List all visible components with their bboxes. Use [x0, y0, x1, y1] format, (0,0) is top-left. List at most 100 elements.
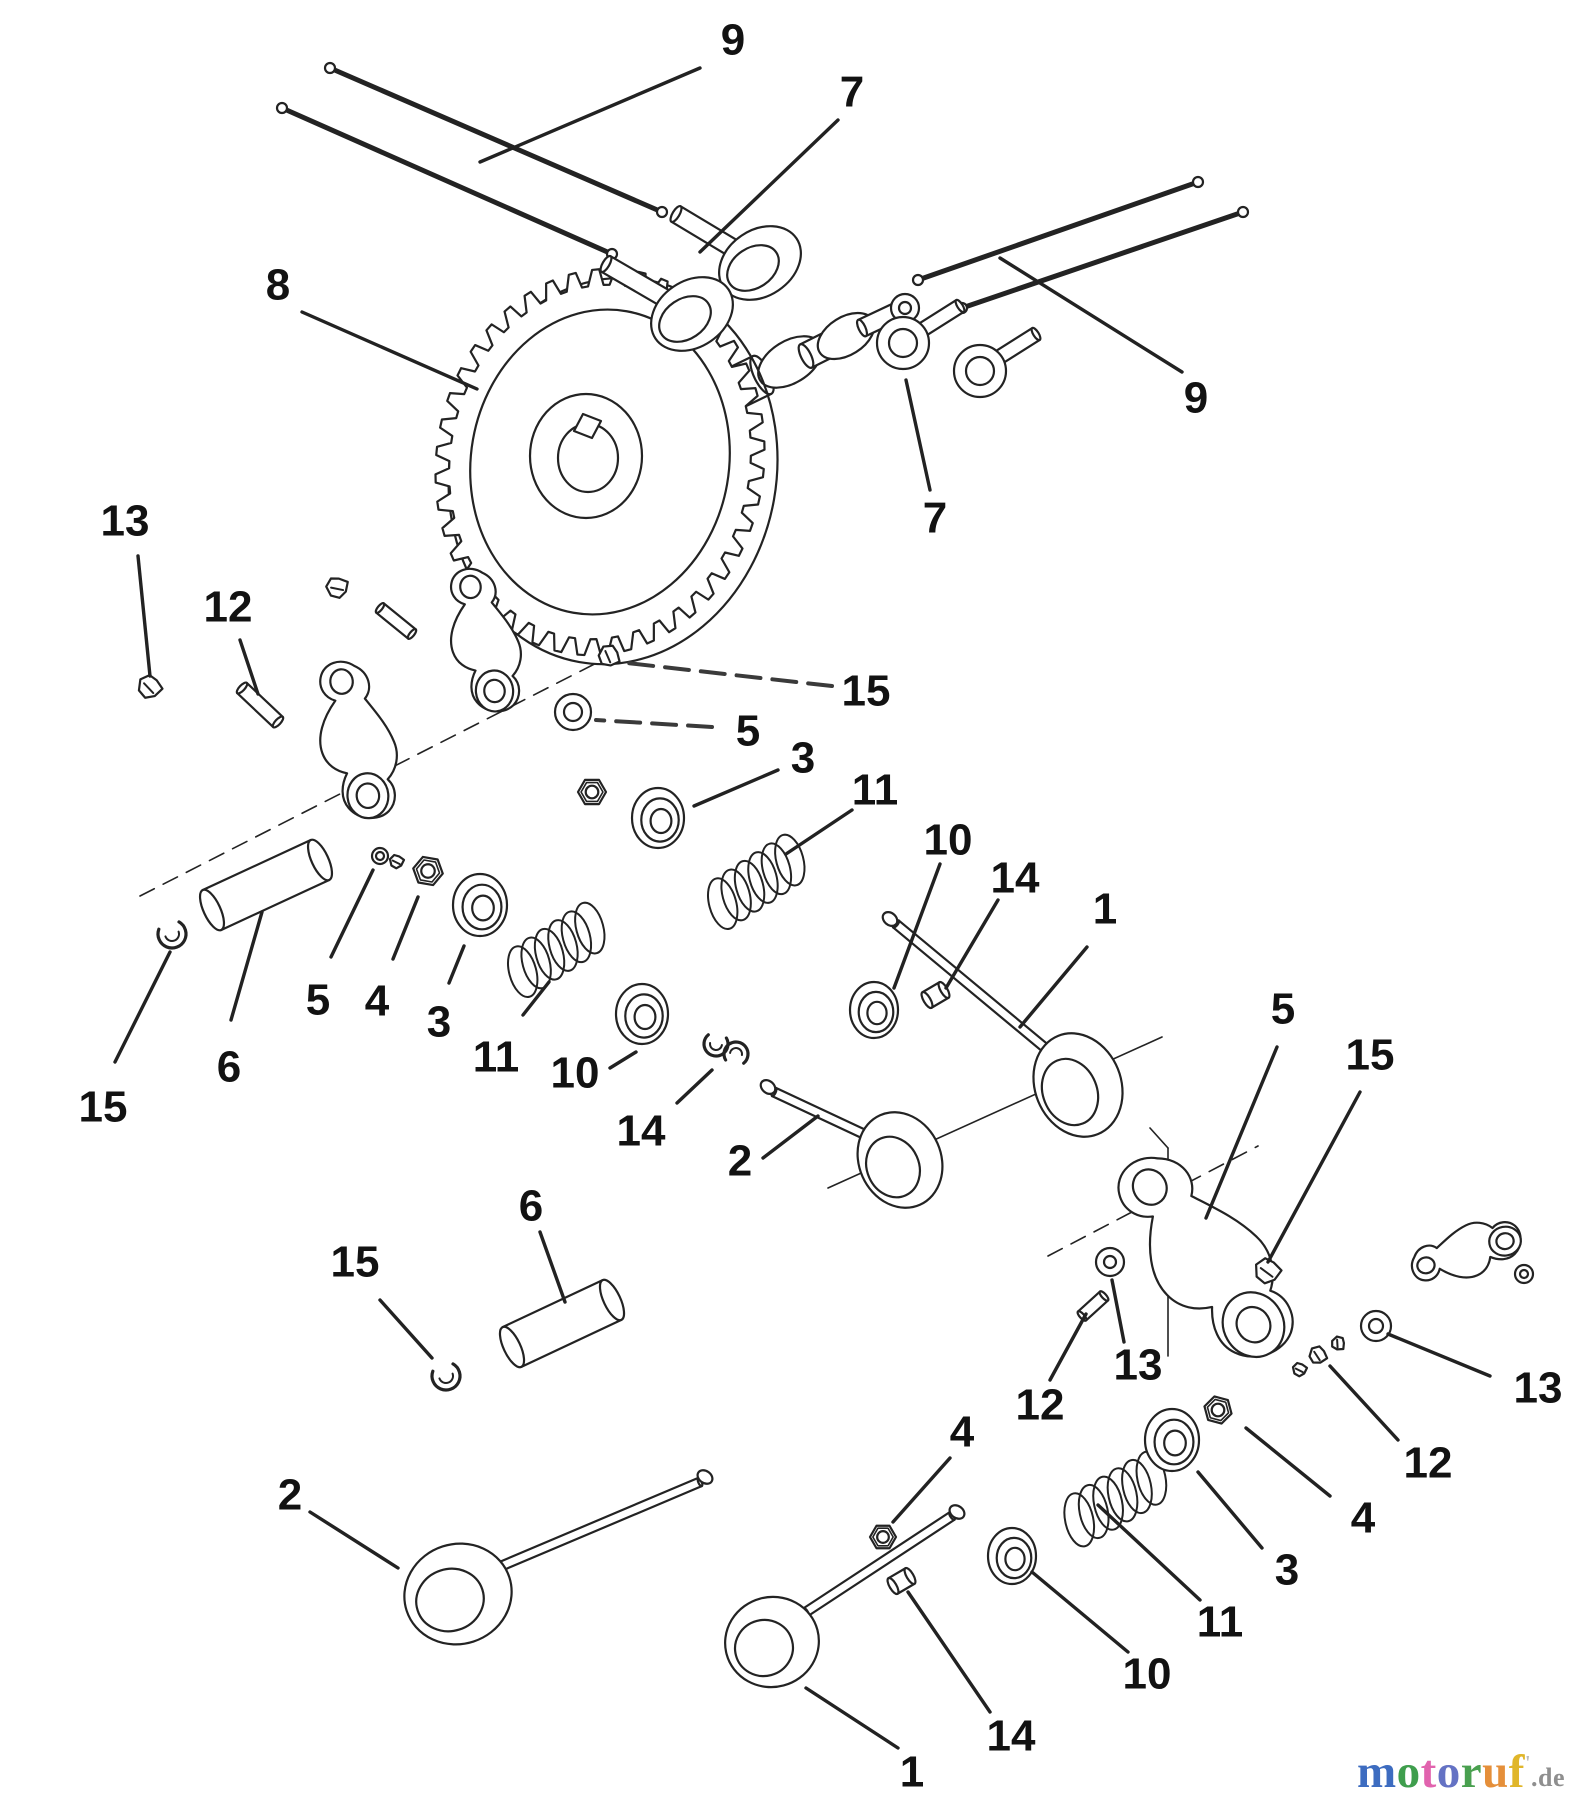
leader-line [521, 980, 551, 1017]
callout-label-2-bottomleft: 2 [278, 1471, 302, 1520]
callout-label-9-top: 9 [721, 16, 745, 65]
jam-nut [576, 778, 608, 806]
callout-label-12-bottom: 12 [1404, 1439, 1453, 1488]
callout-label-15-right: 15 [1346, 1031, 1395, 1080]
callout-label-6-left: 6 [217, 1043, 241, 1092]
screw-bit [1308, 1345, 1329, 1364]
leader-line [1096, 1503, 1202, 1602]
leader-line [1110, 1278, 1126, 1344]
callout-label-13-upperleft: 13 [101, 497, 150, 546]
callout-label-15-left: 15 [79, 1083, 128, 1132]
callout-label-5-mid: 5 [736, 707, 760, 756]
push-rod [911, 175, 1205, 287]
retaining-ring [430, 1362, 462, 1392]
leader-line [998, 256, 1184, 374]
leader-line [391, 895, 420, 961]
screw-bit [1291, 1361, 1309, 1378]
valve-keeper [722, 1040, 750, 1065]
callout-label-3-bottom: 3 [1275, 1546, 1299, 1595]
spring-retainer [451, 872, 509, 938]
watermark-letter: f [1508, 1746, 1525, 1798]
callout-label-11-bottom: 11 [1197, 1598, 1244, 1647]
watermark-letter: m [1356, 1746, 1397, 1798]
leader-line [1266, 1090, 1362, 1264]
leader-line [692, 768, 780, 808]
valve-keeper [325, 577, 349, 599]
callout-label-1-bottom: 1 [900, 1748, 924, 1797]
leader-line [136, 554, 152, 678]
rocker-arm [1410, 1221, 1522, 1282]
leader-line [478, 66, 702, 164]
valve-head-inner [865, 1135, 921, 1199]
valve-spring [707, 833, 806, 930]
callout-label-4-bottom: 4 [1351, 1494, 1376, 1543]
leader-line [1018, 945, 1089, 1029]
valve-spring [507, 901, 606, 998]
valve-keeper [388, 853, 406, 870]
spring-retainer [614, 982, 670, 1046]
leader-line [113, 950, 172, 1064]
leader-line [608, 1050, 638, 1070]
valve-seal-bushing [920, 980, 951, 1010]
leader-line [675, 1068, 714, 1105]
leader-line [1196, 1470, 1264, 1550]
valve-keeper [597, 644, 621, 667]
leader-line [238, 638, 260, 696]
watermark-tick: ' [1524, 1752, 1531, 1774]
spring-retainer [986, 1526, 1038, 1586]
push-rod [275, 101, 619, 261]
callout-label-14-mid: 14 [991, 854, 1040, 903]
leader-line [891, 1456, 952, 1524]
leader-line [1204, 1045, 1279, 1220]
rocker-shaft [198, 838, 334, 932]
callout-label-6-bottom: 6 [519, 1182, 543, 1231]
callout-label-15-mid: 15 [842, 667, 891, 716]
leader-line [616, 660, 834, 688]
callout-label-11-left: 11 [473, 1033, 520, 1082]
valve-stem-tip [696, 1469, 714, 1485]
watermark-domain-suffix: .de [1531, 1763, 1565, 1792]
valve-head-inner [415, 1567, 485, 1633]
callout-label-1-mid: 1 [1093, 885, 1117, 934]
leader-line [944, 898, 1000, 990]
valve-stem-tip [948, 1504, 966, 1520]
motoruf-logo[interactable]: motoruf'.de [1357, 1749, 1565, 1796]
camshaft-gear [434, 267, 779, 666]
jam-nut [412, 855, 444, 887]
callout-label-7-right: 7 [923, 494, 947, 543]
callout-label-4-midright: 4 [950, 1408, 975, 1457]
callout-label-10-bottomleft: 10 [551, 1049, 600, 1098]
washer [1513, 1263, 1535, 1285]
callout-label-8: 8 [266, 261, 290, 310]
callout-label-12-midright: 12 [1016, 1381, 1065, 1430]
callout-label-14-bottom: 14 [987, 1712, 1036, 1761]
callout-label-11-mid: 11 [852, 766, 899, 815]
rocker-shaft [498, 1278, 626, 1369]
valve-spring [1063, 1450, 1168, 1548]
rocker-arm [449, 567, 522, 713]
callout-label-2-mid: 2 [728, 1137, 752, 1186]
callout-label-5-left: 5 [306, 976, 330, 1025]
jam-nut [1203, 1395, 1233, 1425]
callout-label-14-bottomleft: 14 [617, 1107, 666, 1156]
callout-label-7-top: 7 [840, 68, 864, 117]
leader-line [1048, 1312, 1088, 1382]
leader-line [698, 118, 840, 254]
screw-bit [1331, 1335, 1345, 1351]
push-rod [323, 61, 669, 219]
spring-retainer [1143, 1407, 1201, 1473]
washer [1359, 1309, 1393, 1343]
valve-lifter-face [952, 343, 1008, 399]
callout-label-4-left: 4 [365, 977, 390, 1026]
pivot-boss [553, 692, 593, 732]
leader-line [378, 1298, 434, 1360]
valve-lifter-head-inner [726, 244, 780, 292]
callout-label-13-bottomright: 13 [1514, 1364, 1563, 1413]
callout-label-9-right: 9 [1184, 374, 1208, 423]
leader-line [1328, 1364, 1400, 1442]
valve-lifter-head-inner [658, 295, 712, 343]
callout-label-3-left: 3 [427, 998, 451, 1047]
leader-line [594, 718, 714, 729]
leader-line [229, 910, 264, 1022]
